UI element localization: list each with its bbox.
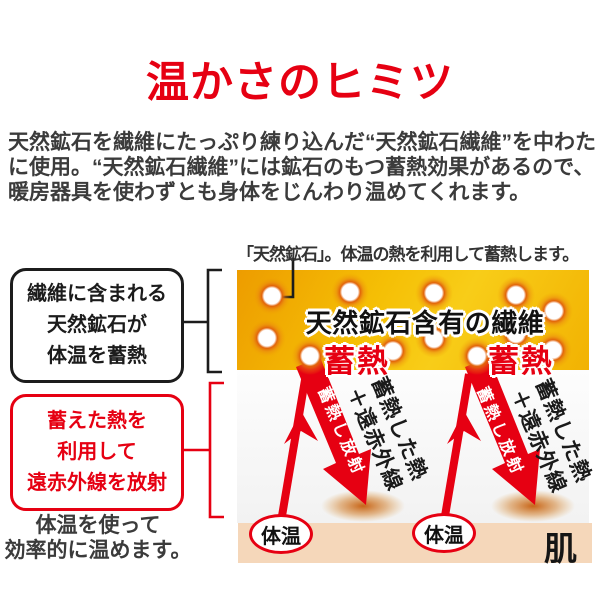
- intro-line-2: に使用。“天然鉱石繊維”には鉱石のもつ蓄熱効果があるので、: [8, 156, 595, 179]
- efficiency-note: 体温を使って 効率的に温めます。: [0, 513, 196, 563]
- red-bracket: [208, 381, 224, 519]
- storage-explain-box: 繊維に含まれる 天然鉱石が 体温を蓄熱: [10, 268, 184, 383]
- radiate-box-line-2: 利用して: [57, 441, 137, 463]
- heat-storage-badge: 蓄熱: [324, 344, 390, 379]
- black-bracket: [206, 268, 222, 374]
- radiate-box-line-1: 蓄えた熱を: [47, 410, 147, 432]
- radiate-explain-box: 蓄えた熱を 利用して 遠赤外線を放射: [10, 394, 184, 511]
- fiber-band-label: 天然鉱石含有の繊維: [305, 308, 545, 338]
- radiate-box-line-3: 遠赤外線を放射: [27, 472, 167, 494]
- storage-box-line-1: 繊維に含まれる: [27, 283, 167, 305]
- body-temp-ellipse: 体温: [412, 513, 476, 553]
- storage-box-line-3: 体温を蓄熱: [47, 345, 147, 367]
- intro-line-1: 天然鉱石を繊維にたっぷり練り込んだ“天然鉱石繊維”を中わた: [8, 131, 596, 154]
- body-temp-ellipse: 体温: [249, 514, 313, 554]
- skin-label: 肌: [544, 530, 577, 567]
- note-line-1: 体温を使って: [35, 514, 161, 537]
- heat-storage-badge: 蓄熱: [488, 344, 554, 379]
- mineral-caption: 「天然鉱石」。体温の熱を利用して蓄熱します。: [237, 245, 579, 264]
- intro-line-3: 暖房器具を使わずとも身体をじんわり温めてくれます。: [8, 181, 531, 204]
- intro-paragraph: 天然鉱石を繊維にたっぷり練り込んだ“天然鉱石繊維”を中わた に使用。“天然鉱石繊…: [8, 130, 596, 205]
- note-line-2: 効率的に温めます。: [4, 539, 192, 562]
- storage-box-line-2: 天然鉱石が: [47, 314, 147, 336]
- page-title: 温かさのヒミツ: [146, 59, 454, 107]
